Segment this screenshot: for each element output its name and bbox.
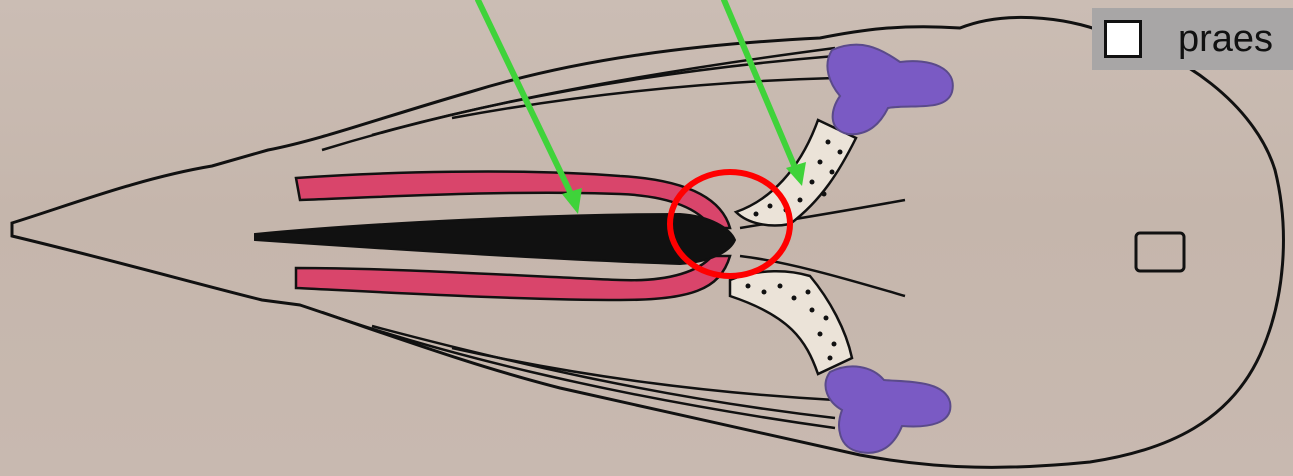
legend-box: praes: [1092, 8, 1293, 70]
purple-structure-upper: [827, 45, 952, 135]
purple-structure-lower: [826, 366, 951, 452]
green-arrow-right: [724, 0, 806, 186]
lower-jaw-line-1: [322, 312, 835, 428]
black-central-structure: [255, 214, 735, 264]
small-square-mark: [1136, 233, 1184, 271]
lower-jaw-line-2: [372, 326, 835, 418]
upper-jaw-line-3: [452, 78, 835, 118]
legend-swatch-white-square: [1104, 20, 1142, 58]
legend-label: praes: [1178, 18, 1273, 61]
